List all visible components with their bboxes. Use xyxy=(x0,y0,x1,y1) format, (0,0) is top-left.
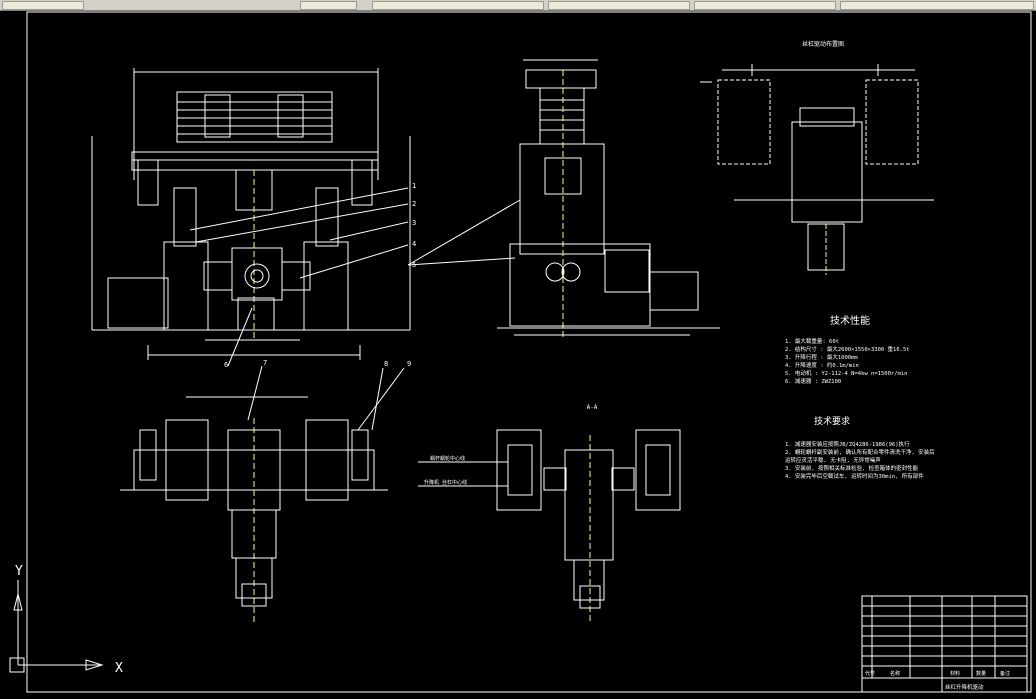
tech-requirement-item: 运转应灵活平稳, 无卡阻, 无异常噪声 xyxy=(785,456,881,464)
layout-diagram-title: 丝杠驱动布置图 xyxy=(802,40,844,48)
layer-dropdown[interactable] xyxy=(372,1,544,10)
tech-performance-list: 1. 最大载重量: 60t 2. 结构尺寸 : 最大2600×1550×3300… xyxy=(785,337,910,385)
callout-numbers: 1 2 3 4 5 6 7 8 9 xyxy=(224,182,416,369)
tech-requirements-title: 技术要求 xyxy=(814,415,850,427)
callout-2: 2 xyxy=(412,200,416,208)
side-elevation-view xyxy=(497,59,720,340)
ucs-icon xyxy=(9,580,104,673)
tech-performance-item: 2. 结构尺寸 : 最大2600×1550×3300 重16.5t xyxy=(785,345,910,353)
plotstyle-dropdown[interactable] xyxy=(840,1,1034,10)
callout-6: 6 xyxy=(224,361,228,369)
tech-performance-item: 6. 减速器 : ZWZ100 xyxy=(785,377,841,385)
drawing-canvas[interactable]: 丝杠驱动布置图 技术性能 1. 最大载重量: 60t 2. 结构尺寸 : 最大2… xyxy=(0,10,1036,695)
callout-7: 7 xyxy=(263,359,267,367)
tech-requirement-item: 1. 减速器安装应按照JB/ZQ4286-1986(96)执行 xyxy=(785,440,910,448)
tech-requirement-item: 3. 安装前, 按照相关标准检验, 检查箱体的密封性能 xyxy=(785,464,919,472)
title-header-material: 材料 xyxy=(950,670,960,677)
title-header-remarks: 备注 xyxy=(1000,670,1010,677)
callout-8: 8 xyxy=(384,360,388,368)
centerline-label-screw: 升降机 丝杠中心线 xyxy=(424,479,467,486)
tech-performance-item: 5. 电动机 : Y2-112-4 N=4kw n=1500r/min xyxy=(785,369,907,377)
drawing-name: 丝杠升降机驱动 xyxy=(945,683,984,691)
title-header-quantity: 数量 xyxy=(976,670,986,677)
tech-performance-item: 4. 升降速度 : 约0.1m/min xyxy=(785,361,859,369)
cad-toolbar xyxy=(0,0,1036,11)
tech-performance-title: 技术性能 xyxy=(830,314,870,327)
tech-requirements-list: 1. 减速器安装应按照JB/ZQ4286-1986(96)执行 2. 蜗轮蜗杆副… xyxy=(785,440,935,480)
title-block xyxy=(861,595,1028,693)
screw-layout-diagram xyxy=(700,64,934,275)
centerline-label-worm: 蜗杆蜗轮中心线 xyxy=(430,455,465,462)
toolbar-button-group[interactable] xyxy=(2,1,84,10)
title-block-header: 代号 名称 材料 数量 备注 xyxy=(865,670,1010,677)
title-header-name: 名称 xyxy=(890,670,900,677)
plan-view xyxy=(120,396,388,622)
callout-9: 9 xyxy=(407,360,411,368)
leader-lines xyxy=(189,187,521,431)
callout-5: 5 xyxy=(412,261,416,269)
callout-4: 4 xyxy=(412,240,416,248)
ucs-y-label: Y xyxy=(15,564,23,579)
ucs-x-label: X xyxy=(115,661,123,676)
front-elevation-view xyxy=(91,68,411,360)
callout-3: 3 xyxy=(412,219,416,227)
drawing-border xyxy=(26,11,1032,693)
linetype-dropdown[interactable] xyxy=(548,1,690,10)
section-a-a-view xyxy=(418,429,681,622)
toolbar-dropdown[interactable] xyxy=(300,1,357,10)
callout-1: 1 xyxy=(412,182,416,190)
tech-performance-item: 3. 升降行程 : 最大1000mm xyxy=(785,353,858,361)
tech-performance-item: 1. 最大载重量: 60t xyxy=(785,337,839,345)
tech-requirement-item: 2. 蜗轮蜗杆副安装前, 确认所有配合零件清洗干净, 安装后 xyxy=(785,448,935,456)
section-label: A-A xyxy=(587,404,598,411)
title-header-code: 代号 xyxy=(865,670,875,677)
lineweight-dropdown[interactable] xyxy=(694,1,836,10)
tech-requirement-item: 4. 安装完毕后空载试车, 运转时间为30min, 所有部件 xyxy=(785,472,924,480)
